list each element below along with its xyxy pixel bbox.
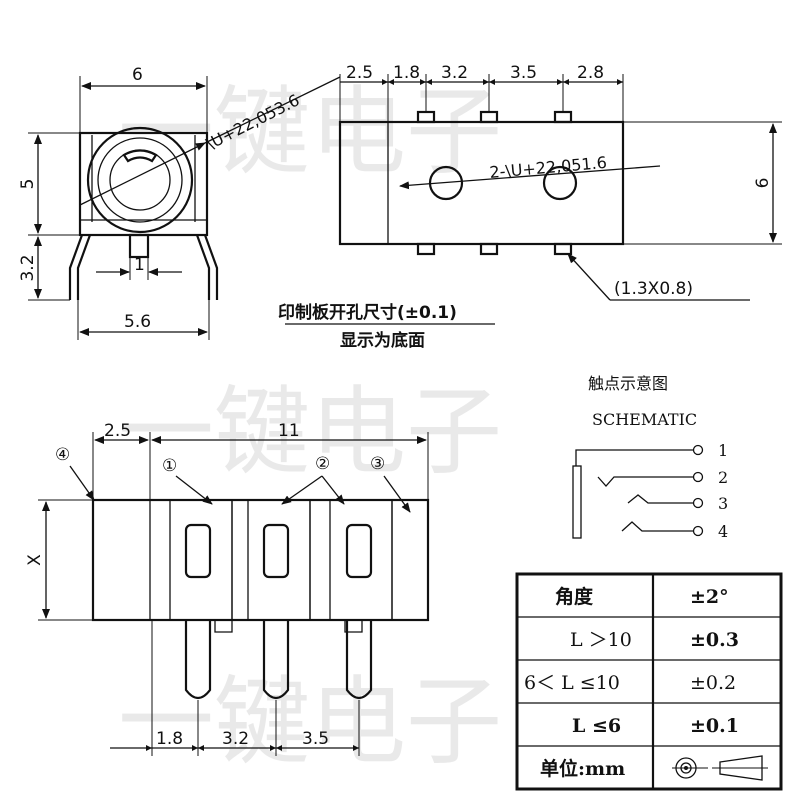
pin-label-3: ③ bbox=[370, 454, 385, 474]
front-left-leg bbox=[68, 234, 84, 300]
schematic-contact-3 bbox=[627, 494, 693, 504]
schematic-pin-1: 1 bbox=[718, 441, 728, 460]
schematic-pin-3: 3 bbox=[718, 494, 728, 513]
pin-label-2: ② bbox=[315, 454, 330, 474]
side-view: 2-\U+22,051.6 2.5 1.8 3.2 3.5 2.8 6 (1.3… bbox=[338, 63, 782, 301]
bottom-slot-1 bbox=[184, 523, 212, 579]
bottom-slot-3 bbox=[345, 523, 373, 579]
jack-outer-ring bbox=[86, 126, 194, 234]
tol-row-2-label: L ＞10 bbox=[570, 629, 632, 651]
side-bottom-pin-1 bbox=[416, 242, 436, 256]
bottom-dim-x: X bbox=[25, 554, 45, 566]
schematic-contact-2 bbox=[597, 476, 693, 487]
side-hole-1 bbox=[428, 165, 464, 201]
schematic-plug-bar bbox=[572, 465, 582, 539]
side-dim-2-8: 2.8 bbox=[577, 63, 604, 83]
bottom-dim-left: 2.5 bbox=[104, 421, 131, 441]
note-pcb-hole-size: 印制板开孔尺寸(±0.1) bbox=[278, 302, 457, 323]
front-height-dim: 5 bbox=[18, 179, 38, 190]
side-hole-2 bbox=[542, 165, 578, 201]
pin-label-4: ④ bbox=[55, 445, 70, 465]
front-right-leg bbox=[203, 234, 219, 300]
tol-row-2-value: ±0.3 bbox=[690, 629, 739, 651]
note-bottom-view: 显示为底面 bbox=[340, 330, 425, 351]
front-bottom-dim: 5.6 bbox=[124, 312, 151, 332]
bottom-dim-3-5: 3.5 bbox=[302, 729, 329, 749]
side-dim-2-5: 2.5 bbox=[346, 63, 373, 83]
side-dim-3-2: 3.2 bbox=[441, 63, 468, 83]
bottom-body-outline bbox=[91, 498, 430, 622]
schematic-contact-1 bbox=[575, 449, 693, 466]
bottom-pin-leg-1 bbox=[184, 620, 212, 700]
side-top-pin-3 bbox=[553, 110, 573, 124]
tol-row-1-label: 角度 bbox=[555, 585, 594, 608]
bottom-view: 2.5 11 X 1.8 3.2 3.5 ① ② ③ ④ bbox=[25, 421, 430, 756]
bottom-pin-leg-2 bbox=[262, 620, 290, 700]
tol-row-3-value: ±0.2 bbox=[690, 672, 736, 694]
schematic-title-en: SCHEMATIC bbox=[592, 410, 697, 429]
bottom-pin-leg-3 bbox=[345, 620, 373, 700]
bottom-dim-3-2: 3.2 bbox=[222, 729, 249, 749]
side-dim-3-5: 3.5 bbox=[510, 63, 537, 83]
tol-row-4-label: L ≤6 bbox=[572, 715, 621, 737]
side-bottom-pin-3 bbox=[553, 242, 573, 256]
projection-symbol-icon bbox=[672, 755, 768, 781]
side-dim-1-8: 1.8 bbox=[393, 63, 420, 83]
front-center-pin bbox=[128, 233, 150, 259]
schematic-contact-4 bbox=[621, 521, 693, 532]
schematic-pin-2: 2 bbox=[718, 468, 728, 487]
bottom-dim-total: 11 bbox=[278, 421, 300, 441]
schematic-pin-4: 4 bbox=[718, 522, 728, 541]
bottom-dim-1-8: 1.8 bbox=[156, 729, 183, 749]
side-height-dim: 6 bbox=[753, 178, 773, 189]
tol-row-4-value: ±0.1 bbox=[690, 715, 739, 737]
front-lower-dim: 3.2 bbox=[18, 254, 38, 281]
svg-text:一键电子: 一键电子 bbox=[118, 666, 502, 778]
pin-label-1: ① bbox=[162, 456, 177, 476]
tol-row-1-value: ±2° bbox=[690, 586, 729, 608]
tol-row-5-label: 单位:mm bbox=[540, 757, 625, 780]
front-pin-dim: 1 bbox=[134, 255, 145, 275]
notes: 印制板开孔尺寸(±0.1) 显示为底面 bbox=[278, 302, 495, 351]
watermark: 一键电子 一键电子 一键电子 bbox=[118, 76, 502, 778]
front-width-dim: 6 bbox=[132, 65, 143, 85]
side-bottom-pin-2 bbox=[479, 242, 499, 256]
side-hole-callout: 2-\U+22,051.6 bbox=[489, 153, 608, 182]
schematic-title-cn: 触点示意图 bbox=[588, 374, 668, 393]
bottom-slot-2 bbox=[262, 523, 290, 579]
tolerance-table: 角度 ±2° L ＞10 ±0.3 6＜ L ≤10 ±0.2 L ≤6 ±0.… bbox=[515, 572, 783, 791]
tol-row-3-label: 6＜ L ≤10 bbox=[524, 672, 620, 694]
svg-text:一键电子: 一键电子 bbox=[118, 376, 502, 488]
schematic: 触点示意图 SCHEMATIC 1 2 3 4 bbox=[572, 374, 728, 541]
side-pad-callout: (1.3X0.8) bbox=[614, 279, 693, 299]
